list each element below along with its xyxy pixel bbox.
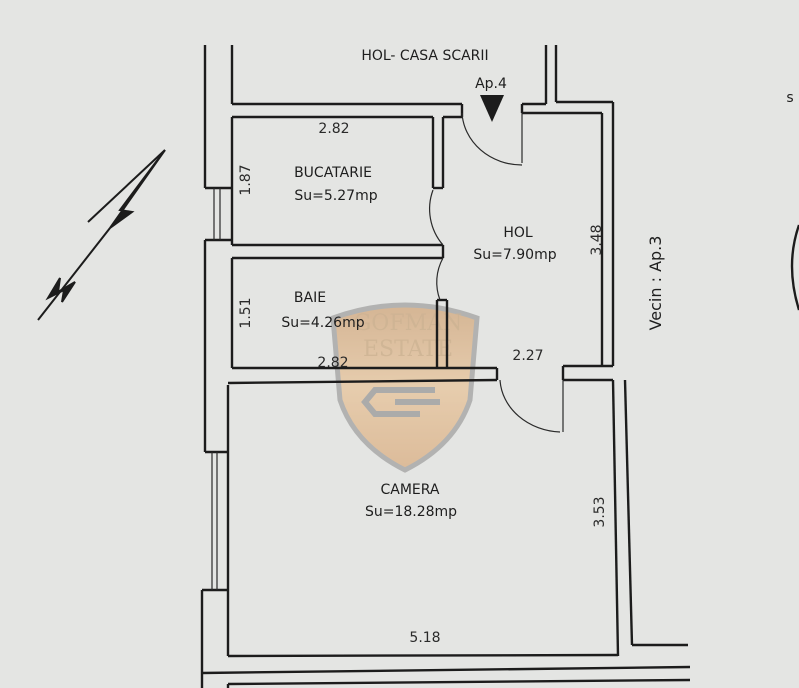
hall-name: HOL xyxy=(503,225,533,241)
entry-arrow-icon xyxy=(480,95,504,122)
kitchen-name: BUCATARIE xyxy=(294,165,372,181)
bath-width: 2.82 xyxy=(317,355,348,371)
watermark-line1: GOFMAN xyxy=(354,311,463,336)
hall-area: Su=7.90mp xyxy=(473,247,556,263)
neighbor-label: Vecin : Ap.3 xyxy=(646,236,665,331)
kitchen-width: 2.82 xyxy=(318,121,349,137)
window xyxy=(211,452,218,590)
walls xyxy=(200,45,691,688)
kitchen-area: Su=5.27mp xyxy=(294,188,377,204)
watermark-line2: ESTATE xyxy=(363,337,453,362)
hall-width: 2.27 xyxy=(512,348,543,364)
hall-depth: 3.48 xyxy=(589,224,605,255)
bath-door xyxy=(436,257,444,301)
entry-door xyxy=(461,112,523,166)
edge-arc xyxy=(790,224,799,311)
north-arrow-icon xyxy=(37,149,166,321)
watermark-logo: GOFMAN ESTATE xyxy=(330,302,480,473)
window xyxy=(213,188,221,240)
room-width: 5.18 xyxy=(409,630,440,646)
bath-name: BAIE xyxy=(294,290,326,306)
apartment-label: Ap.4 xyxy=(475,76,507,92)
room-area: Su=18.28mp xyxy=(365,504,457,520)
room-door xyxy=(499,379,564,433)
bath-depth: 1.51 xyxy=(238,297,254,328)
kitchen-door xyxy=(429,189,444,246)
kitchen-depth: 1.87 xyxy=(238,164,254,195)
edge-text: s xyxy=(786,90,793,106)
bath-area: Su=4.26mp xyxy=(281,315,364,331)
room-depth: 3.53 xyxy=(592,496,608,527)
room-name: CAMERA xyxy=(380,482,439,498)
stair-hall-label: HOL- CASA SCARII xyxy=(361,48,488,64)
